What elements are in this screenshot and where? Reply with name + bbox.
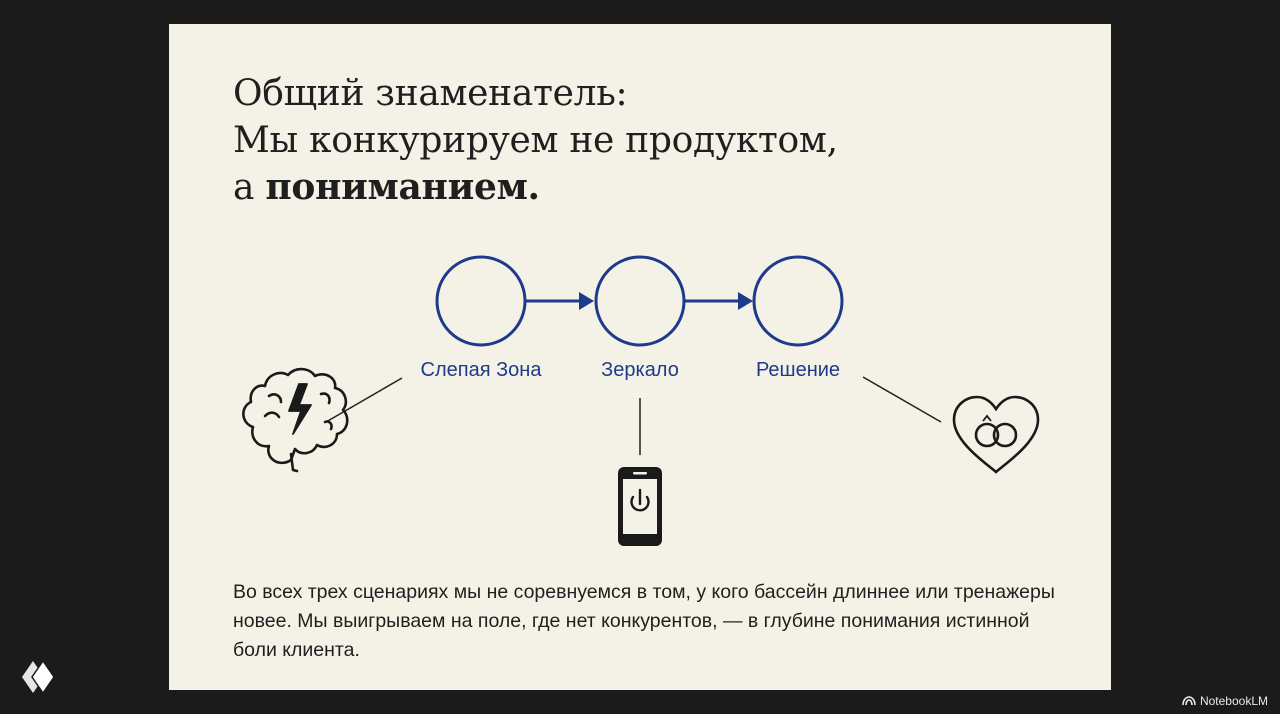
notebooklm-label: NotebookLM xyxy=(1199,694,1268,708)
node-circle-mirror xyxy=(594,255,686,347)
title-line-3: а пониманием. xyxy=(233,164,838,211)
flow-diagram xyxy=(242,255,1040,546)
node-label-blind-zone: Слепая Зона xyxy=(420,359,542,381)
brain-lightning-icon xyxy=(242,367,349,473)
smartphone-power-icon xyxy=(618,467,662,546)
notebooklm-logo-icon xyxy=(1182,696,1196,706)
title-line-2: Мы конкурируем не продуктом, xyxy=(233,120,838,161)
arrowhead-2 xyxy=(738,292,753,310)
slide: Общий знаменатель: Мы конкурируем не про… xyxy=(169,24,1111,690)
node-circle-blind-zone xyxy=(435,255,527,347)
connector-blind-zone xyxy=(325,377,403,423)
node-circle-solution xyxy=(752,255,844,347)
title-emphasis: пониманием. xyxy=(265,166,540,208)
node-label-mirror: Зеркало xyxy=(601,359,679,381)
slide-title: Общий знаменатель: Мы конкурируем не про… xyxy=(233,70,838,211)
notebooklm-brand: NotebookLM xyxy=(1182,694,1268,708)
title-line-3-prefix: а xyxy=(233,167,266,208)
connector-solution xyxy=(862,376,942,423)
stacked-diamond-logo-icon xyxy=(22,659,54,695)
title-line-1: Общий знаменатель: xyxy=(233,73,628,114)
body-paragraph: Во всех трех сценариях мы не соревнуемся… xyxy=(233,581,1055,661)
heart-rings-icon xyxy=(952,395,1040,474)
node-label-solution: Решение xyxy=(755,359,841,381)
arrowhead-1 xyxy=(579,292,594,310)
